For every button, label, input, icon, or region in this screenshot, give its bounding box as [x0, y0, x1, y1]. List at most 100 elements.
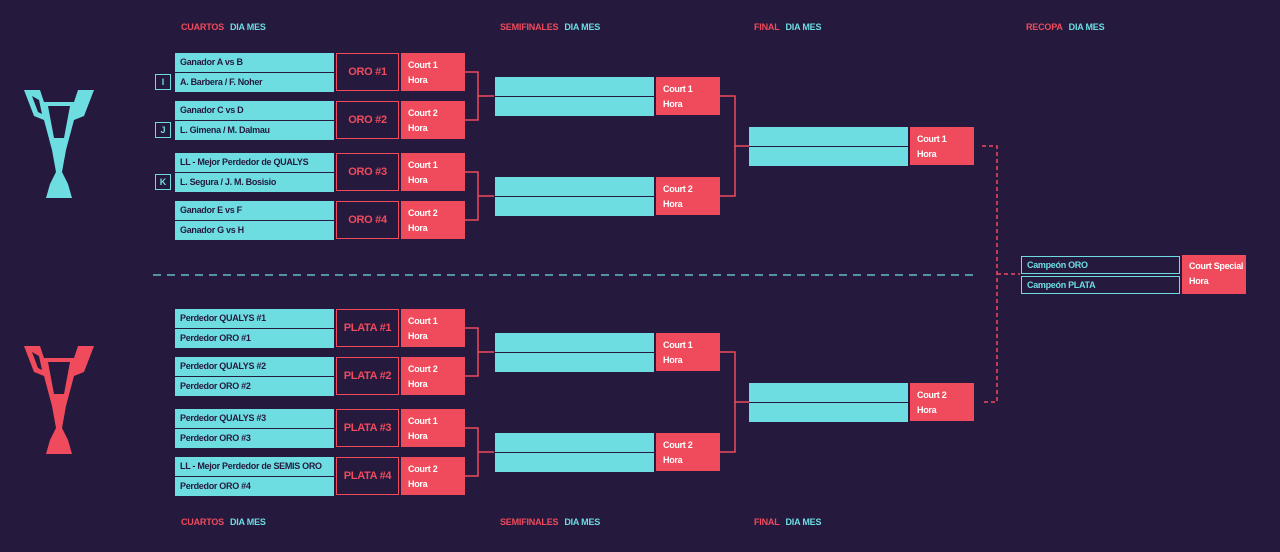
- court-time-box: Court 2 Hora: [401, 357, 465, 395]
- court-label: Court 2: [408, 108, 438, 118]
- team-slot-campeon-plata[interactable]: Campeón PLATA: [1021, 276, 1180, 294]
- stage-label: SEMIFINALES: [500, 517, 559, 527]
- team-slot-empty[interactable]: [495, 333, 654, 352]
- date-label: DIA MES: [229, 22, 266, 32]
- date-label: DIA MES: [564, 22, 601, 32]
- court-label: Court 1: [408, 60, 438, 70]
- team-slot-empty[interactable]: [749, 383, 908, 402]
- court-label: Court 2: [663, 184, 693, 194]
- time-label: Hora: [408, 123, 428, 133]
- team-slot-empty[interactable]: [495, 97, 654, 116]
- team-slot-empty[interactable]: [495, 77, 654, 96]
- team-slot[interactable]: A. Barbera / F. Noher: [175, 73, 334, 92]
- team-slot[interactable]: Perdedor ORO #1: [175, 329, 334, 348]
- time-label: Hora: [408, 331, 428, 341]
- connector-oro-semis: [720, 95, 749, 197]
- connector-plata-q1-q2: [465, 327, 494, 377]
- court-time-box: Court 1 Hora: [401, 53, 465, 91]
- court-time-box: Court 2 Hora: [401, 201, 465, 239]
- match-label: ORO #4: [336, 201, 399, 239]
- time-label: Hora: [663, 99, 683, 109]
- trophy-oro-icon: [24, 90, 94, 198]
- court-label: Court 2: [408, 208, 438, 218]
- court-label: Court 2: [408, 364, 438, 374]
- team-slot[interactable]: Perdedor ORO #3: [175, 429, 334, 448]
- team-slot[interactable]: Ganador E vs F: [175, 201, 334, 220]
- stage-label: SEMIFINALES: [500, 22, 559, 32]
- connector-plata-q3-q4: [465, 427, 494, 477]
- court-label: Court 1: [408, 316, 438, 326]
- date-label: DIA MES: [785, 517, 822, 527]
- court-label: Court 1: [663, 340, 693, 350]
- team-slot[interactable]: Ganador G vs H: [175, 221, 334, 240]
- court-label: Court Special: [1189, 261, 1244, 271]
- team-slot-campeon-oro[interactable]: Campeón ORO: [1021, 256, 1180, 274]
- team-slot-empty[interactable]: [749, 147, 908, 166]
- team-slot[interactable]: Perdedor ORO #2: [175, 377, 334, 396]
- seed-badge: J: [155, 122, 171, 138]
- team-slot[interactable]: Perdedor QUALYS #1: [175, 309, 334, 328]
- team-slot-empty[interactable]: [495, 177, 654, 196]
- stage-label: FINAL: [754, 22, 780, 32]
- time-label: Hora: [408, 431, 428, 441]
- team-slot[interactable]: L. Gimena / M. Dalmau: [175, 121, 334, 140]
- court-label: Court 2: [408, 464, 438, 474]
- court-time-box: Court 2 Hora: [910, 383, 974, 421]
- seed-badge: K: [155, 174, 171, 190]
- team-slot[interactable]: Ganador C vs D: [175, 101, 334, 120]
- team-slot-empty[interactable]: [495, 433, 654, 452]
- header-cuartos-top: CUARTOS DIA MES: [181, 22, 266, 32]
- team-slot[interactable]: Perdedor QUALYS #3: [175, 409, 334, 428]
- team-slot[interactable]: LL - Mejor Perdedor de SEMIS ORO: [175, 457, 334, 476]
- connector-plata-semis: [720, 351, 749, 453]
- time-label: Hora: [408, 223, 428, 233]
- stage-label: FINAL: [754, 517, 780, 527]
- date-label: DIA MES: [229, 517, 266, 527]
- time-label: Hora: [917, 405, 937, 415]
- match-label: ORO #1: [336, 53, 399, 91]
- stage-label: CUARTOS: [181, 22, 224, 32]
- match-label: PLATA #1: [336, 309, 399, 347]
- time-label: Hora: [663, 355, 683, 365]
- court-time-box: Court 1 Hora: [656, 77, 720, 115]
- court-time-box: Court 2 Hora: [401, 101, 465, 139]
- team-slot-empty[interactable]: [749, 127, 908, 146]
- header-semifinales-top: SEMIFINALES DIA MES: [500, 22, 600, 32]
- team-slot[interactable]: Ganador A vs B: [175, 53, 334, 72]
- team-slot-empty[interactable]: [495, 353, 654, 372]
- time-label: Hora: [1189, 276, 1209, 286]
- match-label: PLATA #4: [336, 457, 399, 495]
- court-time-box: Court 1 Hora: [401, 309, 465, 347]
- court-time-box: Court 1 Hora: [656, 333, 720, 371]
- team-slot-empty[interactable]: [495, 453, 654, 472]
- team-slot[interactable]: LL - Mejor Perdedor de QUALYS: [175, 153, 334, 172]
- team-slot[interactable]: Perdedor ORO #4: [175, 477, 334, 496]
- time-label: Hora: [408, 479, 428, 489]
- date-label: DIA MES: [564, 517, 601, 527]
- court-label: Court 2: [917, 390, 947, 400]
- date-label: DIA MES: [1068, 22, 1105, 32]
- trophy-plata-icon: [24, 346, 94, 454]
- team-slot[interactable]: Perdedor QUALYS #2: [175, 357, 334, 376]
- time-label: Hora: [408, 75, 428, 85]
- time-label: Hora: [663, 455, 683, 465]
- team-slot-empty[interactable]: [495, 197, 654, 216]
- team-slot-empty[interactable]: [749, 403, 908, 422]
- court-label: Court 1: [663, 84, 693, 94]
- time-label: Hora: [917, 149, 937, 159]
- header-semifinales-bottom: SEMIFINALES DIA MES: [500, 517, 600, 527]
- court-label: Court 1: [408, 160, 438, 170]
- court-time-box: Court 2 Hora: [401, 457, 465, 495]
- team-slot[interactable]: L. Segura / J. M. Bosisio: [175, 173, 334, 192]
- time-label: Hora: [408, 379, 428, 389]
- header-final-bottom: FINAL DIA MES: [754, 517, 821, 527]
